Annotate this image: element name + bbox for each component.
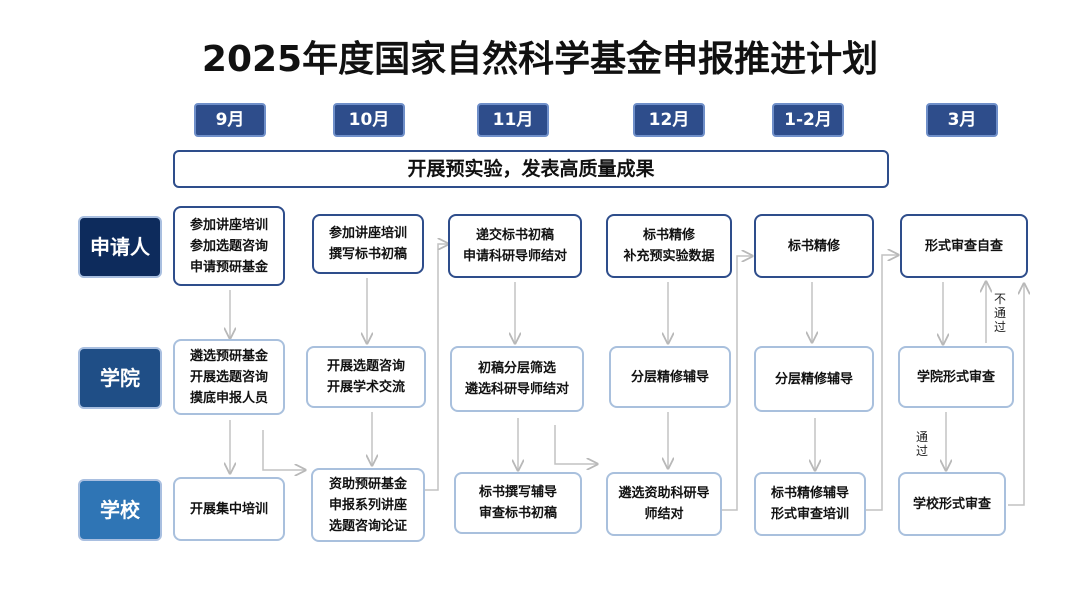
arrow-icon xyxy=(1008,284,1024,506)
applicant-step-dec: 标书精修 补充预实验数据 xyxy=(606,214,732,278)
applicant-step-mar: 形式审查自查 xyxy=(900,214,1028,278)
label-fail: 不 通 过 xyxy=(993,292,1006,334)
school-step-mar: 学校形式审查 xyxy=(898,472,1006,536)
college-step-mar: 学院形式审查 xyxy=(898,346,1014,408)
applicant-step-nov: 递交标书初稿 申请科研导师结对 xyxy=(448,214,582,278)
role-applicant: 申请人 xyxy=(78,216,162,278)
college-step-jan-feb: 分层精修辅导 xyxy=(754,346,874,412)
applicant-step-sep: 参加讲座培训 参加选题咨询 申请预研基金 xyxy=(173,206,285,286)
school-step-oct: 资助预研基金 申报系列讲座 选题咨询论证 xyxy=(311,468,425,542)
month-header-1-2: 1-2月 xyxy=(772,103,844,137)
arrow-icon xyxy=(425,244,448,491)
college-step-dec: 分层精修辅导 xyxy=(609,346,731,408)
month-header-11: 11月 xyxy=(477,103,549,137)
arrow-icon xyxy=(722,256,752,511)
month-header-9: 9月 xyxy=(194,103,266,137)
role-college: 学院 xyxy=(78,347,162,409)
college-step-oct: 开展选题咨询 开展学术交流 xyxy=(306,346,426,408)
banner-preexperiment: 开展预实验，发表高质量成果 xyxy=(173,150,889,188)
school-step-jan-feb: 标书精修辅导 形式审查培训 xyxy=(754,472,866,536)
month-header-12: 12月 xyxy=(633,103,705,137)
arrow-icon xyxy=(866,255,898,511)
applicant-step-oct: 参加讲座培训 撰写标书初稿 xyxy=(312,214,424,274)
college-step-nov: 初稿分层筛选 遴选科研导师结对 xyxy=(450,346,584,412)
arrow-icon xyxy=(262,430,305,470)
month-header-10: 10月 xyxy=(333,103,405,137)
label-pass: 通 过 xyxy=(915,430,928,458)
month-header-3: 3月 xyxy=(926,103,998,137)
role-school: 学校 xyxy=(78,479,162,541)
page-title: 2025年度国家自然科学基金申报推进计划 xyxy=(201,39,879,80)
school-step-dec: 遴选资助科研导 师结对 xyxy=(606,472,722,536)
school-step-sep: 开展集中培训 xyxy=(173,477,285,541)
college-step-sep: 遴选预研基金 开展选题咨询 摸底申报人员 xyxy=(173,339,285,415)
applicant-step-jan-feb: 标书精修 xyxy=(754,214,874,278)
school-step-nov: 标书撰写辅导 审查标书初稿 xyxy=(454,472,582,534)
arrow-icon xyxy=(554,425,597,464)
